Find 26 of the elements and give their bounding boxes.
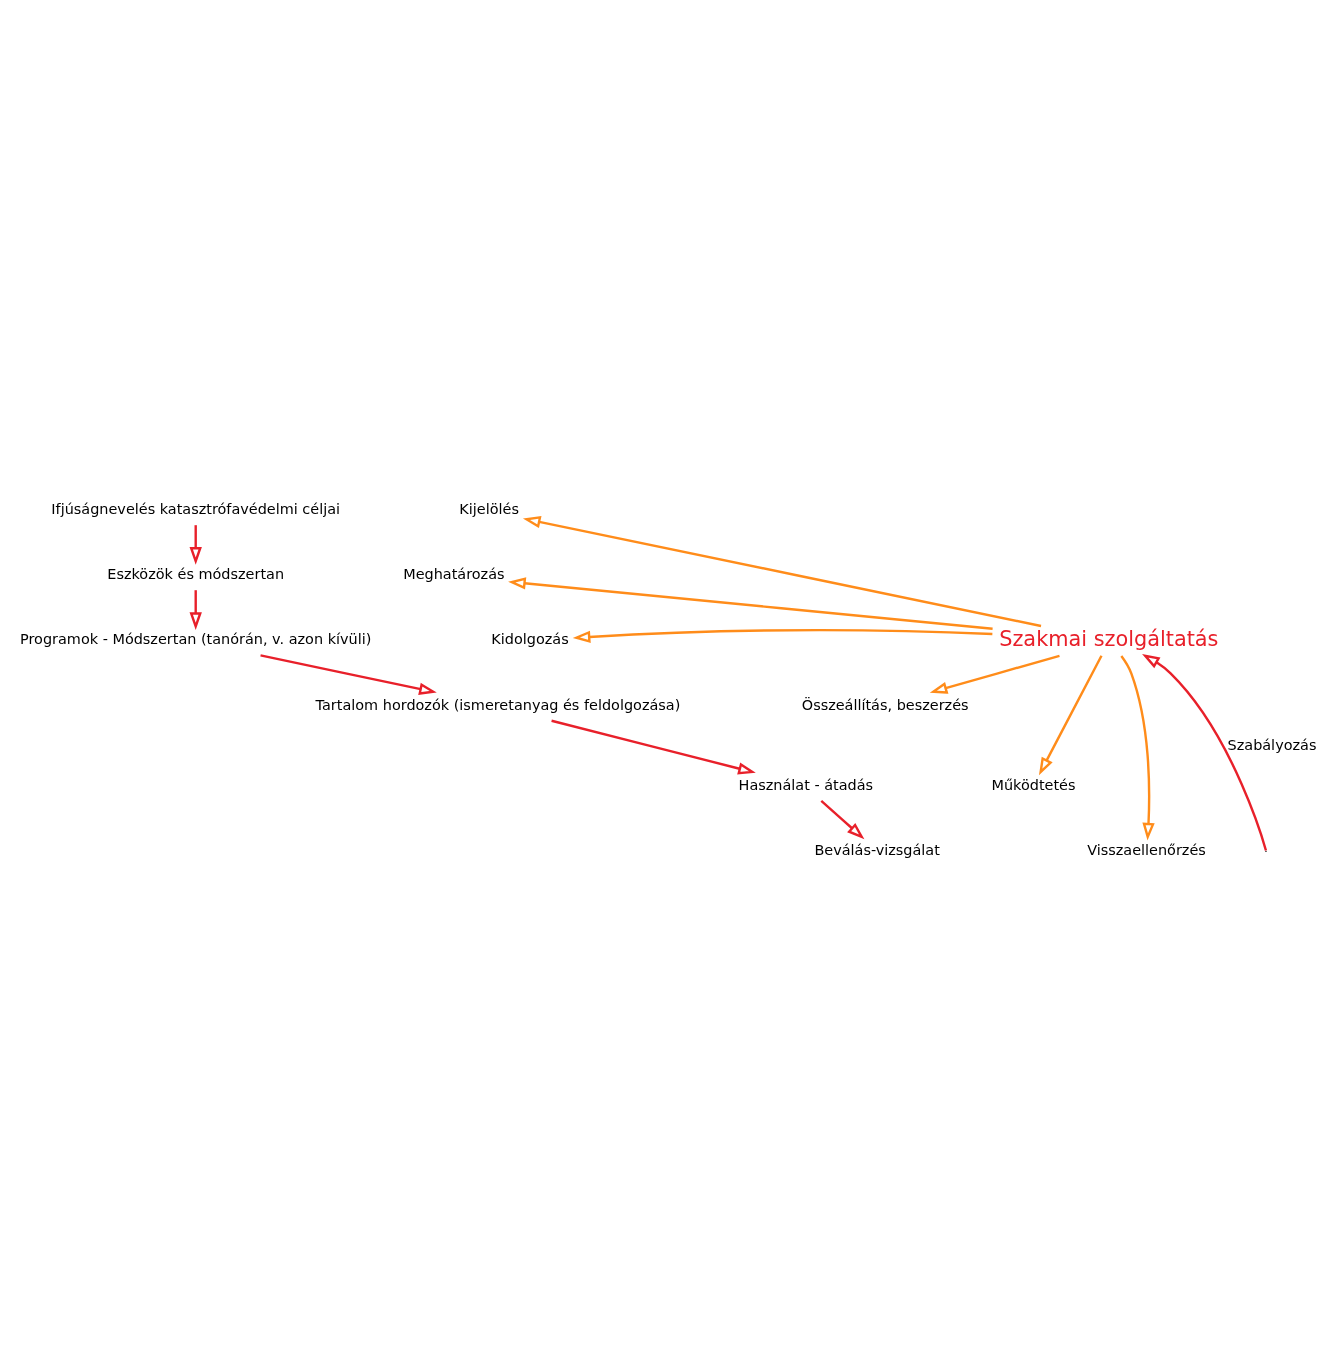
- arrow: [189, 525, 202, 565]
- node-text: Szakmai szolgáltatás: [999, 626, 1219, 651]
- node-text: Működtetés: [991, 776, 1076, 793]
- node-text: Visszaellenőrzés: [1087, 841, 1206, 858]
- node-text: Kidolgozás: [491, 631, 569, 648]
- arrow: [572, 628, 993, 644]
- node-text: Meghatározás: [403, 566, 505, 583]
- arrow: [929, 654, 1060, 694]
- node-text: Beválás-vizsgálat: [814, 841, 940, 858]
- arrow: [820, 800, 865, 840]
- node-text: Összeállítás, beszerzés: [801, 696, 969, 713]
- arrow: [551, 719, 756, 775]
- arrow: [508, 577, 993, 630]
- node-text: Kijelölés: [459, 501, 519, 518]
- arrow: [260, 654, 437, 695]
- arrow: [189, 590, 202, 630]
- arrow: [1142, 653, 1268, 851]
- node-text: Eszközök és módszertan: [107, 566, 285, 583]
- arrow: [1120, 655, 1155, 841]
- arrow: [522, 516, 1042, 628]
- node-text: Tartalom hordozók (ismeretanyag és feldolgozása): [315, 696, 681, 713]
- node-text: Használat - átadás: [738, 776, 874, 793]
- node-text: Programok - Módszertan (tanórán, v. azon kívüli): [20, 631, 372, 648]
- node-text: Ifjúságnevelés katasztrófavédelmi céljai: [51, 501, 341, 518]
- edge-label: Szabályozás: [1227, 736, 1317, 753]
- arrow: [1038, 655, 1103, 776]
